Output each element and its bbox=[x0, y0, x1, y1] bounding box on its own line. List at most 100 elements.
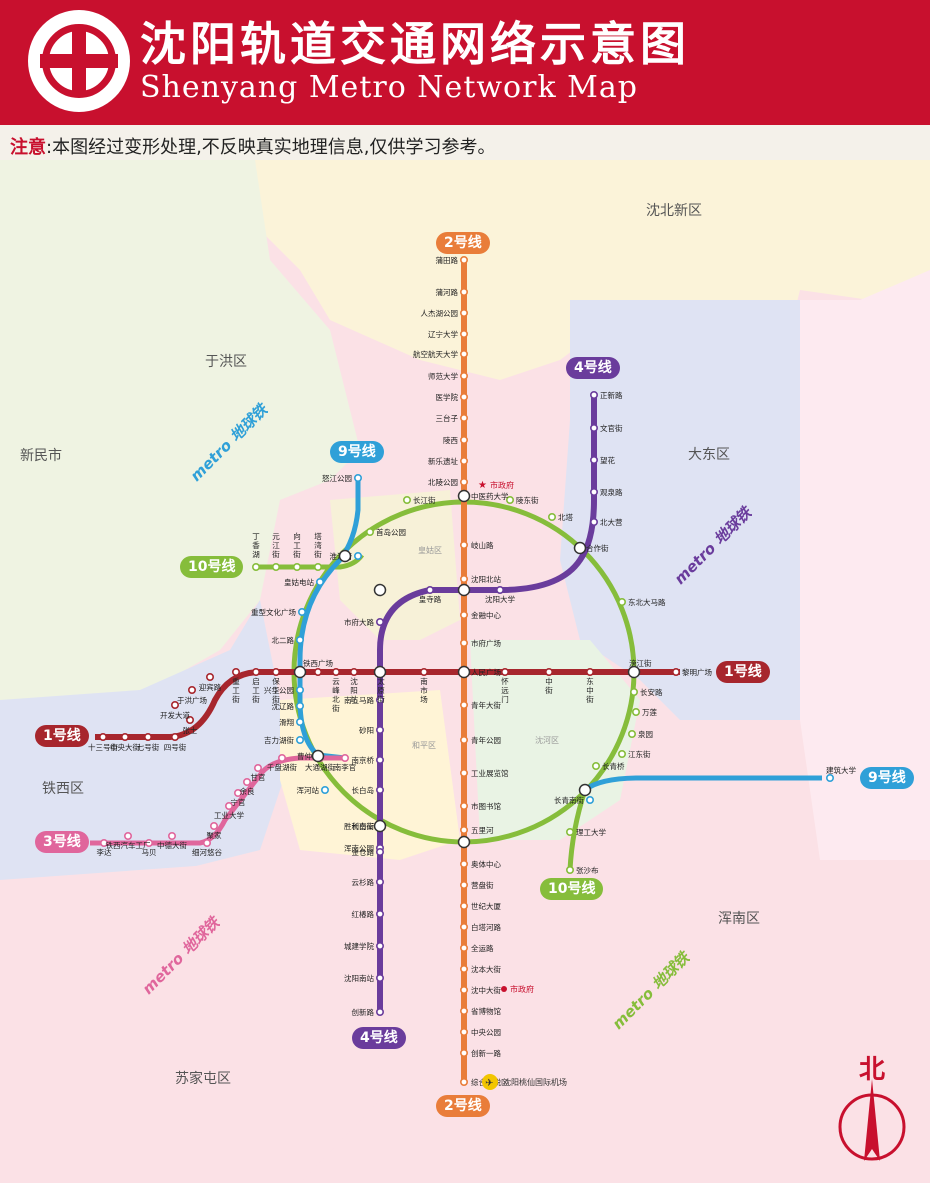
station-dot-l1-13[interactable] bbox=[349, 667, 358, 676]
station-dot-l1-16[interactable] bbox=[500, 667, 509, 676]
station-dot-l9-7[interactable] bbox=[295, 717, 304, 726]
station-dot-l9-10[interactable] bbox=[320, 785, 329, 794]
station-dot-l10-6[interactable] bbox=[505, 495, 514, 504]
line-3-tag-left[interactable]: 3号线 bbox=[35, 831, 89, 853]
station-dot-l4-3[interactable] bbox=[589, 487, 598, 496]
interchange-x4[interactable] bbox=[373, 583, 387, 597]
station-dot-l3-5[interactable] bbox=[210, 821, 219, 830]
station-dot-l1-20[interactable] bbox=[671, 667, 680, 676]
station-dot-l2-2[interactable] bbox=[459, 308, 468, 317]
station-dot-l2-28[interactable] bbox=[459, 985, 468, 994]
station-dot-l1-9[interactable] bbox=[252, 667, 261, 676]
station-dot-l2-25[interactable] bbox=[459, 922, 468, 931]
station-dot-l2-12[interactable] bbox=[459, 540, 468, 549]
interchange-x0[interactable] bbox=[457, 489, 471, 503]
line-2-tag-bottom[interactable]: 2号线 bbox=[436, 1095, 490, 1117]
station-dot-l2-31[interactable] bbox=[459, 1049, 468, 1058]
station-dot-l3-4[interactable] bbox=[203, 838, 212, 847]
station-dot-l10-15[interactable] bbox=[565, 865, 574, 874]
station-dot-l4-4[interactable] bbox=[589, 517, 598, 526]
station-dot-l4-20[interactable] bbox=[375, 847, 384, 856]
station-dot-l1-8[interactable] bbox=[232, 667, 241, 676]
station-dot-l10-13[interactable] bbox=[591, 761, 600, 770]
station-dot-l1-4[interactable] bbox=[186, 715, 195, 724]
interchange-x1[interactable] bbox=[457, 583, 471, 597]
station-dot-l2-5[interactable] bbox=[459, 371, 468, 380]
station-dot-l4-17[interactable] bbox=[375, 941, 384, 950]
station-dot-l3-9[interactable] bbox=[254, 763, 263, 772]
station-dot-l10-3[interactable] bbox=[313, 562, 322, 571]
station-dot-l2-9[interactable] bbox=[459, 456, 468, 465]
station-dot-l10-7[interactable] bbox=[547, 512, 556, 521]
station-dot-l2-4[interactable] bbox=[459, 349, 468, 358]
station-dot-l2-19[interactable] bbox=[459, 768, 468, 777]
station-dot-l10-11[interactable] bbox=[627, 729, 636, 738]
station-dot-l1-3[interactable] bbox=[171, 732, 180, 741]
line-10-tag-bottom[interactable]: 10号线 bbox=[540, 878, 604, 900]
line-4-tag-bottom[interactable]: 4号线 bbox=[352, 1027, 406, 1049]
station-dot-l4-15[interactable] bbox=[375, 1007, 384, 1016]
station-dot-l2-20[interactable] bbox=[459, 801, 468, 810]
station-dot-l9-6[interactable] bbox=[295, 701, 304, 710]
station-dot-l2-8[interactable] bbox=[459, 435, 468, 444]
station-dot-l1-1[interactable] bbox=[121, 732, 130, 741]
station-dot-l2-26[interactable] bbox=[459, 943, 468, 952]
station-dot-l10-2[interactable] bbox=[292, 562, 301, 571]
station-dot-l3-6[interactable] bbox=[225, 801, 234, 810]
line-4-tag-top[interactable]: 4号线 bbox=[566, 357, 620, 379]
station-dot-l2-14[interactable] bbox=[459, 610, 468, 619]
interchange-x8[interactable] bbox=[573, 541, 587, 555]
interchange-x6[interactable] bbox=[293, 665, 307, 679]
station-dot-l3-12[interactable] bbox=[340, 753, 349, 762]
station-dot-l3-2[interactable] bbox=[124, 831, 133, 840]
station-dot-l10-9[interactable] bbox=[629, 687, 638, 696]
line-10-tag-left[interactable]: 10号线 bbox=[180, 556, 244, 578]
interchange-x11[interactable] bbox=[338, 549, 352, 563]
station-dot-l1-17[interactable] bbox=[544, 667, 553, 676]
station-dot-l2-30[interactable] bbox=[459, 1028, 468, 1037]
station-dot-l10-14[interactable] bbox=[565, 827, 574, 836]
station-dot-l10-4[interactable] bbox=[365, 527, 374, 536]
station-dot-l3-7[interactable] bbox=[234, 788, 243, 797]
station-dot-l2-13[interactable] bbox=[459, 574, 468, 583]
station-dot-l9-11[interactable] bbox=[825, 773, 834, 782]
station-dot-l4-10[interactable] bbox=[375, 725, 384, 734]
line-9-tag-right[interactable]: 9号线 bbox=[860, 767, 914, 789]
station-dot-l2-17[interactable] bbox=[459, 700, 468, 709]
station-dot-l1-15[interactable] bbox=[419, 667, 428, 676]
station-dot-l2-18[interactable] bbox=[459, 735, 468, 744]
station-dot-l1-7[interactable] bbox=[206, 672, 215, 681]
station-dot-l3-8[interactable] bbox=[243, 777, 252, 786]
station-dot-l2-23[interactable] bbox=[459, 880, 468, 889]
station-dot-l2-3[interactable] bbox=[459, 329, 468, 338]
station-dot-l3-3[interactable] bbox=[168, 831, 177, 840]
station-dot-l3-10[interactable] bbox=[277, 753, 286, 762]
interchange-x3[interactable] bbox=[457, 835, 471, 849]
interchange-x2[interactable] bbox=[457, 665, 471, 679]
station-dot-l10-8[interactable] bbox=[617, 597, 626, 606]
station-dot-l2-32[interactable] bbox=[459, 1078, 468, 1087]
interchange-x7[interactable] bbox=[311, 749, 325, 763]
station-dot-l2-7[interactable] bbox=[459, 413, 468, 422]
station-dot-l2-22[interactable] bbox=[459, 859, 468, 868]
line-2-tag-top[interactable]: 2号线 bbox=[436, 232, 490, 254]
station-dot-l2-6[interactable] bbox=[459, 392, 468, 401]
station-dot-l10-12[interactable] bbox=[617, 749, 626, 758]
station-dot-l4-2[interactable] bbox=[589, 455, 598, 464]
station-dot-l3-1[interactable] bbox=[145, 838, 154, 847]
station-dot-l2-1[interactable] bbox=[459, 287, 468, 296]
station-dot-l9-4[interactable] bbox=[295, 635, 304, 644]
station-dot-l1-6[interactable] bbox=[188, 685, 197, 694]
station-dot-l9-0[interactable] bbox=[353, 473, 362, 482]
station-dot-l9-12[interactable] bbox=[585, 795, 594, 804]
station-dot-l10-5[interactable] bbox=[402, 495, 411, 504]
station-dot-l2-27[interactable] bbox=[459, 964, 468, 973]
station-dot-l2-10[interactable] bbox=[459, 477, 468, 486]
station-dot-l9-8[interactable] bbox=[295, 735, 304, 744]
station-dot-l2-0[interactable] bbox=[459, 255, 468, 264]
interchange-x12[interactable] bbox=[373, 819, 387, 833]
station-dot-l1-5[interactable] bbox=[171, 700, 180, 709]
station-dot-l3-0[interactable] bbox=[100, 838, 109, 847]
station-dot-l4-11[interactable] bbox=[375, 755, 384, 764]
line-1-tag-left[interactable]: 1号线 bbox=[35, 725, 89, 747]
